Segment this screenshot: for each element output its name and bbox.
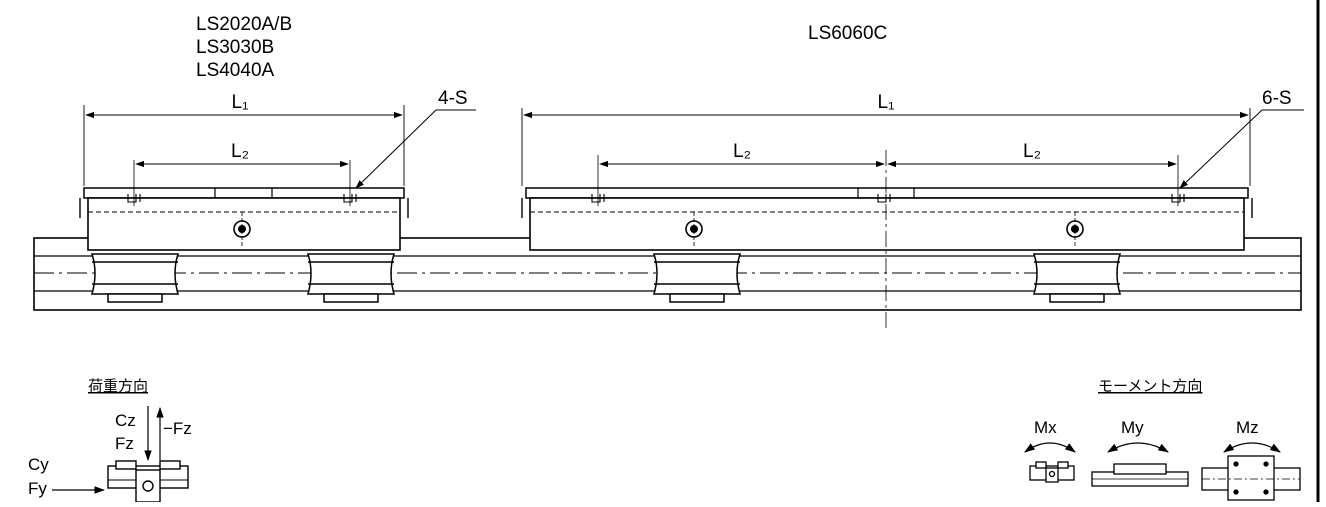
- moment-direction-inset: モーメント方向 Mx My Mz: [1024, 378, 1301, 501]
- label-neg-fz: −Fz: [163, 419, 192, 438]
- label-cy: Cy: [28, 455, 49, 474]
- slider-block: [306, 253, 396, 303]
- label-cz: Cz: [115, 411, 136, 430]
- dim-label-l1: L₁: [232, 92, 249, 113]
- dim-label-l1: L₁: [878, 92, 895, 113]
- slider-block: [90, 253, 180, 303]
- dim-label-l2: L₂: [733, 141, 751, 162]
- my-icon: [1091, 463, 1189, 487]
- dimension-l1-left: [83, 105, 405, 186]
- model-label: LS3030B: [196, 37, 274, 58]
- slider-block: [652, 253, 742, 303]
- label-fy: Fy: [28, 479, 47, 498]
- carriage-left: [79, 160, 409, 251]
- slider-block: [1032, 253, 1122, 303]
- cross-section-icon: [107, 460, 189, 503]
- leader-6s: [1179, 109, 1304, 189]
- model-label-right: LS6060C: [808, 23, 887, 44]
- carriage-right: [521, 150, 1253, 330]
- model-labels-left: LS2020A/B LS3030B LS4040A: [196, 14, 292, 81]
- label-fz: Fz: [115, 434, 134, 453]
- callout-6s: 6-S: [1262, 88, 1292, 109]
- model-label: LS2020A/B: [196, 14, 292, 35]
- dim-label-l2: L₂: [1023, 141, 1041, 162]
- mx-icon: [1029, 461, 1075, 483]
- model-label: LS4040A: [196, 60, 275, 81]
- leader-4s: [355, 109, 476, 189]
- callout-4s: 4-S: [438, 88, 468, 109]
- mz-icon: [1201, 455, 1301, 501]
- dim-label-l2: L₂: [231, 141, 249, 162]
- dimension-l1-right: [521, 108, 1251, 186]
- moment-direction-heading: モーメント方向: [1098, 378, 1202, 395]
- label-mz: Mz: [1236, 418, 1259, 437]
- label-my: My: [1121, 418, 1144, 437]
- load-direction-inset: 荷重方向 Cz Fz −Fz Cy Fy: [28, 378, 192, 503]
- load-direction-heading: 荷重方向: [88, 378, 148, 395]
- label-mx: Mx: [1034, 418, 1057, 437]
